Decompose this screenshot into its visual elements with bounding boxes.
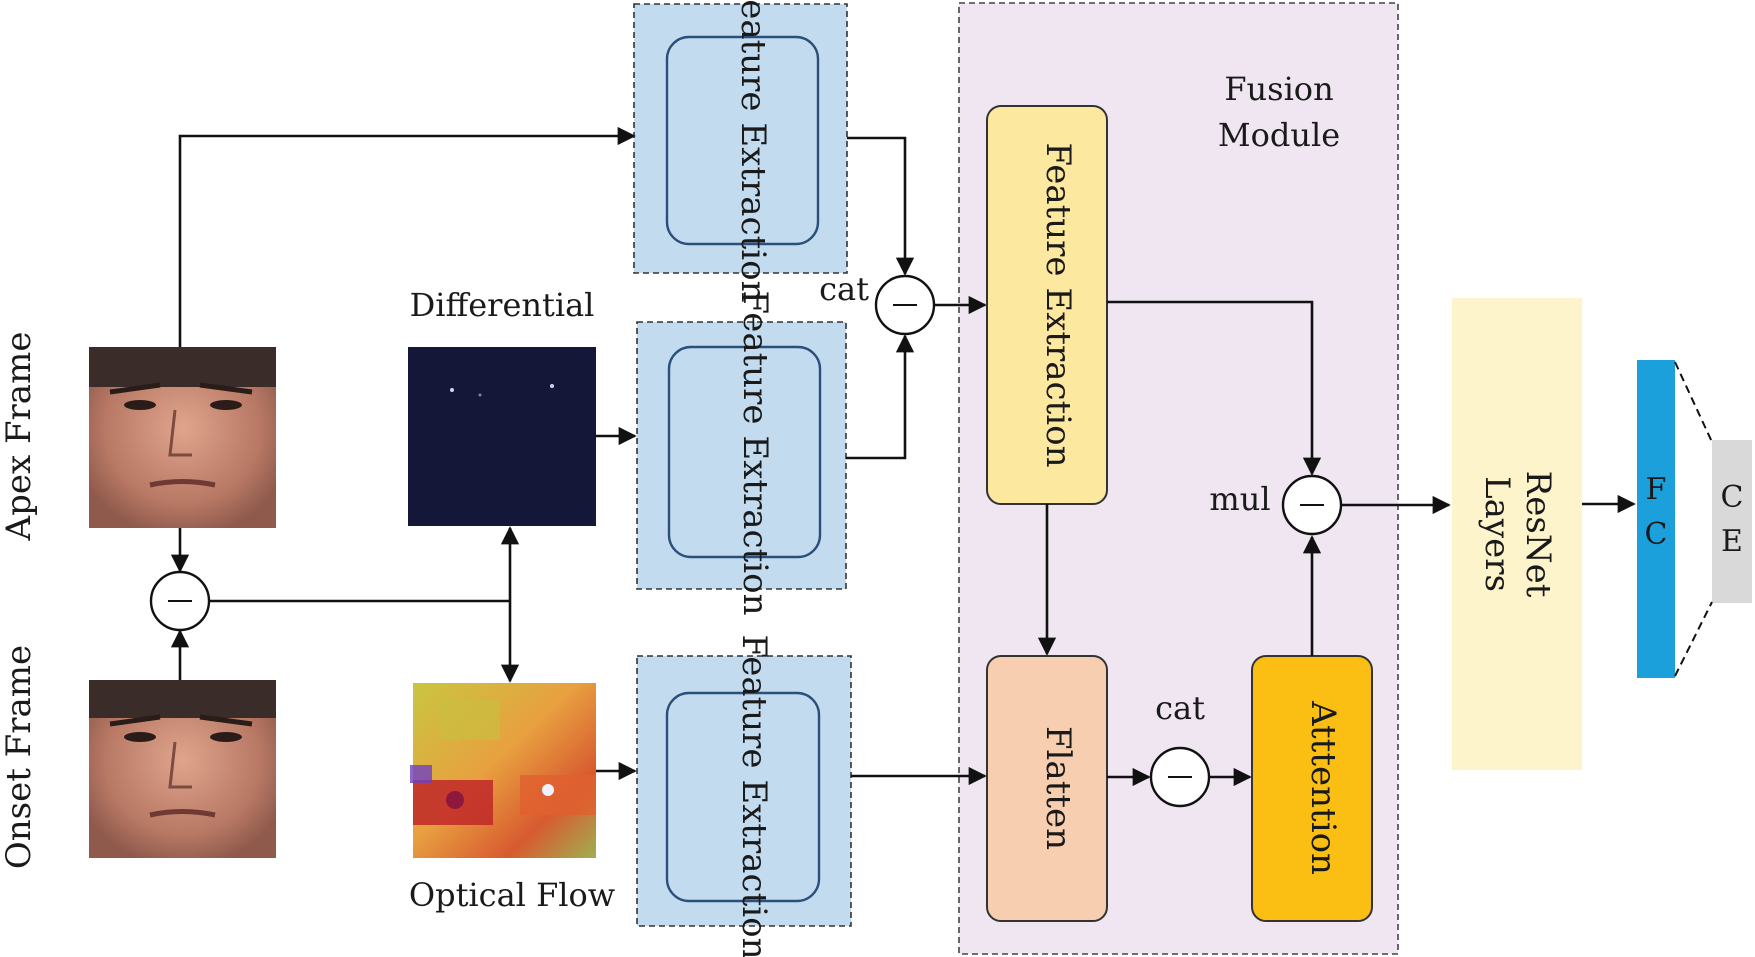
apex-frame-label: Apex Frame: [0, 332, 39, 542]
fusion-cat-label: cat: [1155, 689, 1205, 727]
feature-extraction-branch-1-inner: [665, 35, 820, 246]
feature-extraction-branch-1-label: Feature Extraction: [733, 0, 773, 303]
fc-label-line2: C: [1645, 517, 1668, 552]
resnet-layers-box: [1452, 298, 1582, 770]
onset-frame-label: Onset Frame: [0, 645, 39, 869]
differential-image: [408, 347, 596, 526]
fc-ce-dashed-bottom: [1674, 601, 1713, 677]
feature-extraction-branch-2-label: Feature Extraction: [735, 291, 775, 616]
top-cat-label: cat: [819, 270, 869, 308]
fusion-module-title-line2: Module: [1218, 116, 1340, 154]
attention-label: Atttention: [1303, 700, 1343, 875]
ce-label-line2: E: [1721, 524, 1743, 559]
resnet-label-line1: ResNet: [1518, 471, 1558, 598]
feature-extraction-branch-2-inner: [667, 345, 822, 559]
connectors: [170, 126, 1636, 787]
feature-extraction-branch-3-inner: [665, 691, 821, 903]
fc-label-line1: F: [1646, 472, 1667, 507]
differential-label: Differential: [410, 286, 595, 324]
ce-label-line1: C: [1721, 480, 1744, 515]
fc-layer-box: [1637, 360, 1675, 678]
optical-flow-label: Optical Flow: [409, 876, 615, 914]
apex-frame-image: [89, 347, 276, 528]
flatten-box: [986, 655, 1108, 922]
fusion-module-title-line1: Fusion: [1224, 70, 1333, 108]
resnet-label-line2: Layers: [1477, 476, 1517, 592]
optical-flow-image: [410, 683, 596, 858]
flatten-label: Flatten: [1038, 726, 1078, 850]
onset-frame-image: [89, 680, 276, 858]
fusion-feature-extraction-label: Feature Extraction: [1038, 143, 1078, 468]
ce-box: [1712, 440, 1752, 603]
mul-label: mul: [1209, 480, 1270, 518]
feature-extraction-branch-3-label: Feature Extraction: [734, 635, 774, 957]
fc-ce-dashed-top: [1674, 361, 1713, 443]
